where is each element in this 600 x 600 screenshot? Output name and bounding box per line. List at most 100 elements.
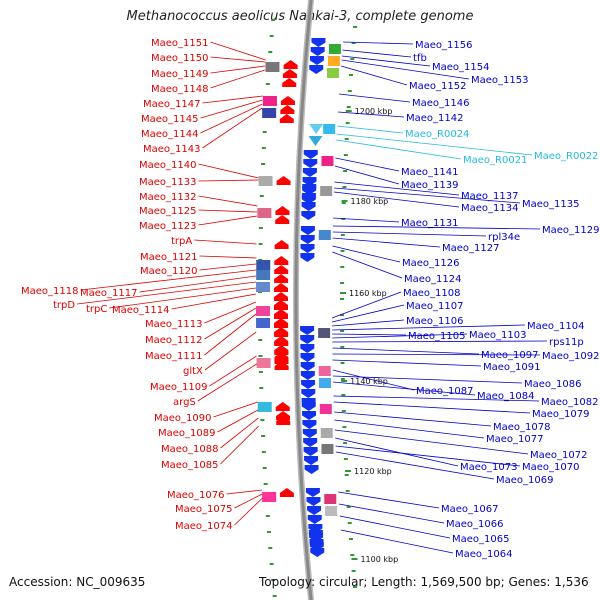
- gene-arrow-up: [279, 114, 294, 119]
- gene-arrow-down: [301, 380, 316, 389]
- leader-line-left: [210, 56, 266, 63]
- gene-arrow-up: [274, 318, 289, 323]
- gene-arrow-up-body: [280, 100, 295, 105]
- gene-label-right: Maeo_1152: [409, 81, 466, 92]
- leader-line-left: [198, 215, 258, 226]
- gene-arrow-up-body: [274, 322, 289, 327]
- gene-label-right: Maeo_1072: [530, 450, 587, 461]
- gene-arrow-up: [282, 69, 297, 74]
- gene-label-right: Maeo_1142: [406, 113, 463, 124]
- gene-arrow-up-body: [283, 64, 298, 69]
- gene-block-right: [318, 328, 331, 338]
- leader-line-left: [200, 103, 263, 134]
- gene-label-right: Maeo_1084: [477, 391, 534, 402]
- leader-line-right: [332, 251, 403, 279]
- leader-line-right: [335, 157, 400, 172]
- rna-feature: [309, 124, 324, 134]
- gene-arrow-down: [301, 389, 316, 398]
- gene-arrow-down: [302, 177, 317, 186]
- gene-block-right: [318, 366, 331, 376]
- gene-label-right: Maeo_1067: [441, 504, 498, 515]
- leader-line-left: [171, 293, 257, 310]
- gene-arrow-up-body: [274, 313, 289, 318]
- leader-line-right: [332, 353, 541, 356]
- gene-arrow-down: [309, 539, 324, 548]
- leader-line-right: [341, 55, 431, 67]
- leader-line-left: [77, 281, 257, 305]
- gene-label-left: Maeo_1089: [158, 428, 215, 439]
- gene-arrow-up: [274, 292, 289, 297]
- gene-arrow-down: [300, 371, 315, 380]
- gene-arrow-up-body: [275, 406, 290, 411]
- leader-line-right: [338, 503, 445, 524]
- gene-arrow-down: [303, 150, 318, 159]
- gene-block-right: [326, 68, 339, 78]
- gene-arrow-down: [300, 244, 315, 253]
- leader-line-right: [335, 437, 459, 467]
- gene-label-right: Maeo_1129: [542, 225, 599, 236]
- gene-label-right: rpl34e: [488, 232, 520, 243]
- gene-label-left: Maeo_1149: [151, 69, 208, 80]
- gene-label-right: Maeo_1139: [401, 180, 458, 191]
- gene-label-left: Maeo_1074: [175, 521, 232, 532]
- gene-label-left: Maeo_1148: [151, 84, 208, 95]
- gene-arrow-up: [276, 411, 291, 416]
- gene-label-right: Maeo_1154: [432, 62, 489, 73]
- kbp-marker-label: 1160 kbp: [349, 289, 387, 298]
- gene-label-right: Maeo_1092: [542, 351, 599, 362]
- gene-arrow-up-body: [274, 244, 289, 249]
- gene-arrow-down: [300, 235, 315, 244]
- leader-line-right: [339, 93, 411, 103]
- gene-label-left: Maeo_1133: [139, 177, 196, 188]
- gene-arrow-up: [274, 309, 289, 314]
- leader-line-right: [336, 133, 533, 156]
- gene-arrow-down: [301, 193, 316, 202]
- gene-label-right: Maeo_1105: [408, 331, 465, 342]
- leader-line-right: [332, 347, 480, 355]
- gene-block-right: [318, 230, 331, 240]
- leader-line-right: [332, 359, 482, 367]
- gene-block-left: [257, 208, 272, 218]
- gene-label-left: Maeo_1147: [143, 99, 200, 110]
- gene-label-right: Maeo_1086: [524, 379, 581, 390]
- leader-line-left: [139, 275, 257, 293]
- gene-arrow-up: [274, 327, 289, 332]
- gene-arrow-up-body: [274, 278, 289, 283]
- gene-features: [256, 38, 341, 557]
- gene-label-left: gltX: [183, 366, 203, 377]
- gene-block-left: [262, 96, 277, 106]
- gene-label-right: Maeo_1065: [452, 534, 509, 545]
- gene-label-right: Maeo_1104: [527, 321, 584, 332]
- kbp-marker-label: 1180 kbp: [351, 197, 389, 206]
- leader-line-left: [204, 313, 257, 356]
- gene-labels-left: Maeo_1151Maeo_1150Maeo_1149Maeo_1148Maeo…: [21, 38, 266, 532]
- gene-block-left: [256, 358, 271, 368]
- backbone-arc: [294, 0, 313, 600]
- leader-line-left: [194, 239, 257, 245]
- gene-arrow-up-body: [280, 109, 295, 114]
- gene-arrow-up: [274, 336, 289, 341]
- leader-line-right: [335, 445, 521, 467]
- leader-line-left: [80, 269, 257, 291]
- gene-arrow-down: [304, 456, 319, 465]
- leader-line-right: [333, 381, 476, 396]
- gene-arrow-up-body: [274, 331, 289, 336]
- gene-block-right: [319, 378, 332, 388]
- gene-arrow-up-body: [279, 492, 294, 497]
- gene-arrow-up: [279, 488, 294, 493]
- leader-line-right: [343, 41, 414, 45]
- gene-label-right: Maeo_1097: [481, 350, 538, 361]
- leader-line-right: [334, 187, 521, 204]
- gene-arrow-up: [280, 105, 295, 110]
- gene-block-left: [262, 492, 277, 502]
- gene-arrow-down: [307, 515, 322, 524]
- gene-label-right: Maeo_1073: [460, 462, 517, 473]
- gene-label-right: Maeo_1134: [461, 203, 518, 214]
- gene-arrow-up: [283, 60, 298, 65]
- gene-label-right: Maeo_1141: [401, 167, 458, 178]
- leader-line-right: [332, 324, 526, 331]
- gene-arrow-down: [301, 202, 316, 211]
- leader-line-left: [217, 409, 259, 433]
- gene-label-right: Maeo_R0024: [405, 129, 469, 140]
